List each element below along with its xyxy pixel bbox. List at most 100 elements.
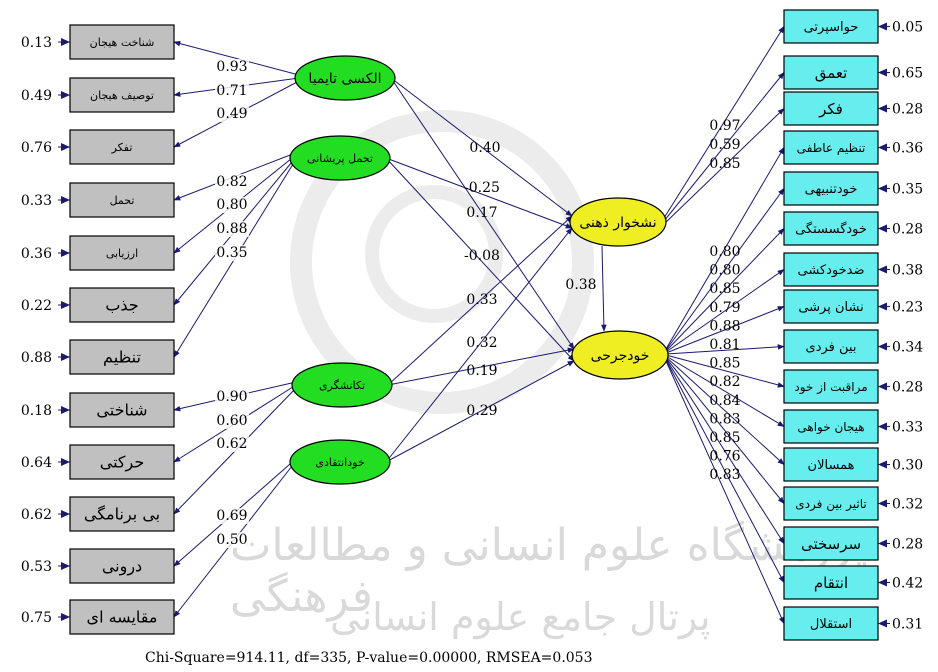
right-error-variance: 0.35 [892,182,923,198]
loading-label-bg [215,508,249,524]
right-indicator-box [783,91,879,126]
selfharm-loading-arrow [665,344,785,355]
left-error-arrowhead [61,91,70,99]
right-error-variance: 0.33 [892,420,923,436]
right-error-variance: 0.05 [892,20,923,36]
structural-coefficient: -0.08 [464,248,500,264]
left-error-arrowhead [61,613,70,621]
structural-coefficient: 0.40 [469,140,500,156]
loading-label-bg [215,197,249,213]
selfharm-loading-arrow [665,146,785,350]
left-error-variance: 0.49 [21,88,52,104]
left-error-variance: 0.33 [21,193,52,209]
left-indicator-box [69,77,175,113]
right-indicator-label: خودگسستگی [795,221,867,237]
left-indicator-box [69,182,175,218]
structural-coefficient: 0.29 [466,403,497,419]
selfharm-loading-coefficient: 0.83 [709,411,740,427]
loading-coefficient: 0.50 [216,532,247,548]
right-error-arrowhead [878,68,887,77]
right-error-arrowhead [878,342,887,351]
selfharm-loading-coefficient: 0.88 [709,318,740,334]
left-indicator-box [69,444,175,480]
right-indicator-label: ضدخودکشی [797,263,864,278]
left-error-arrowhead [61,249,70,257]
right-error-arrowhead [878,460,887,469]
left-indicator-label: ارزیابی [106,247,138,260]
right-error-variance: 0.32 [892,497,923,513]
loading-coefficient: 0.49 [216,106,247,122]
left-error-variance: 0.53 [21,559,52,575]
selfharm-loading-coefficient: 0.80 [709,263,740,279]
left-error-variance: 0.75 [21,610,52,626]
left-indicator-label: شناخت هیجان [90,36,155,49]
right-error-variance: 0.28 [892,222,923,238]
structural-coefficient: 0.32 [466,335,497,351]
right-indicator-label: تعمق [815,64,848,82]
left-latent-label: تحمل پریشانی [307,152,373,165]
right-indicator-label: انتقام [814,574,848,592]
loading-label-bg [215,83,249,99]
selfharm-loading-coefficient: 0.79 [709,300,740,316]
right-error-arrowhead [878,143,887,152]
left-latent-ellipse [294,55,396,101]
selfharm-loading-coefficient: 0.80 [709,244,740,260]
right-error-variance: 0.28 [892,537,923,553]
loading-label-bg [215,413,249,429]
right-indicator-box [783,409,879,444]
rumination-loading-coefficient: 0.85 [709,156,740,172]
left-indicator-label: تنظیم [103,348,141,367]
loading-coefficient: 0.90 [216,389,247,405]
loading-label-bg [215,106,249,122]
right-error-variance: 0.34 [892,340,923,356]
right-error-arrowhead [878,224,887,233]
right-error-variance: 0.28 [892,380,923,396]
left-indicator-box [69,235,175,271]
left-indicator-box [69,24,175,60]
right-indicator-label: هیجان خواهی [797,420,864,435]
loading-coefficient: 0.35 [216,245,247,261]
rumination-loading-arrow [663,25,785,219]
loading-label-bg [215,389,249,405]
left-indicator-label: مقایسه ای [87,608,158,627]
left-latent-label: تکانشگری [319,379,365,392]
rumination-loading-arrow [663,71,785,222]
right-indicator-label: بین فردی [806,340,857,355]
right-latent-ellipse [569,197,667,247]
loading-coefficient: 0.69 [216,508,247,524]
left-error-variance: 0.88 [21,350,52,366]
mediator-path-arrow [601,245,607,332]
left-error-arrowhead [61,458,70,466]
right-error-arrowhead [878,422,887,431]
loading-label-bg [215,245,249,261]
selfharm-loading-arrow [665,357,785,505]
right-indicator-label: فکر [818,100,843,118]
right-indicator-box [783,289,879,324]
left-error-variance: 0.22 [21,298,52,314]
left-error-variance: 0.18 [21,403,52,419]
left-latent-ellipse [291,362,393,408]
right-indicator-box [783,211,879,246]
right-error-arrowhead [878,184,887,193]
watermark-text-line2: پرتال جامع علوم انسانی [330,595,711,639]
loading-coefficient: 0.62 [216,436,247,452]
left-indicator-label: تفکر [111,141,133,154]
left-latent-label: الکسی تایمیا [308,71,381,87]
right-error-variance: 0.65 [892,66,923,82]
left-indicator-label: توصیف هیجان [90,89,154,102]
left-error-variance: 0.64 [21,455,52,471]
left-error-arrowhead [61,196,70,204]
loading-coefficient: 0.80 [216,197,247,213]
right-indicator-box [783,606,879,641]
right-error-variance: 0.36 [892,141,923,157]
loading-coefficient: 0.88 [216,221,247,237]
rumination-loading-coefficient: 0.59 [709,137,740,153]
left-indicator-box [69,339,175,375]
left-indicator-label: درونی [102,557,142,577]
left-latent-ellipse [289,439,391,485]
left-indicator-box [69,496,175,532]
right-indicator-label: مراقبت از خود [794,380,867,395]
left-error-variance: 0.76 [21,140,52,156]
